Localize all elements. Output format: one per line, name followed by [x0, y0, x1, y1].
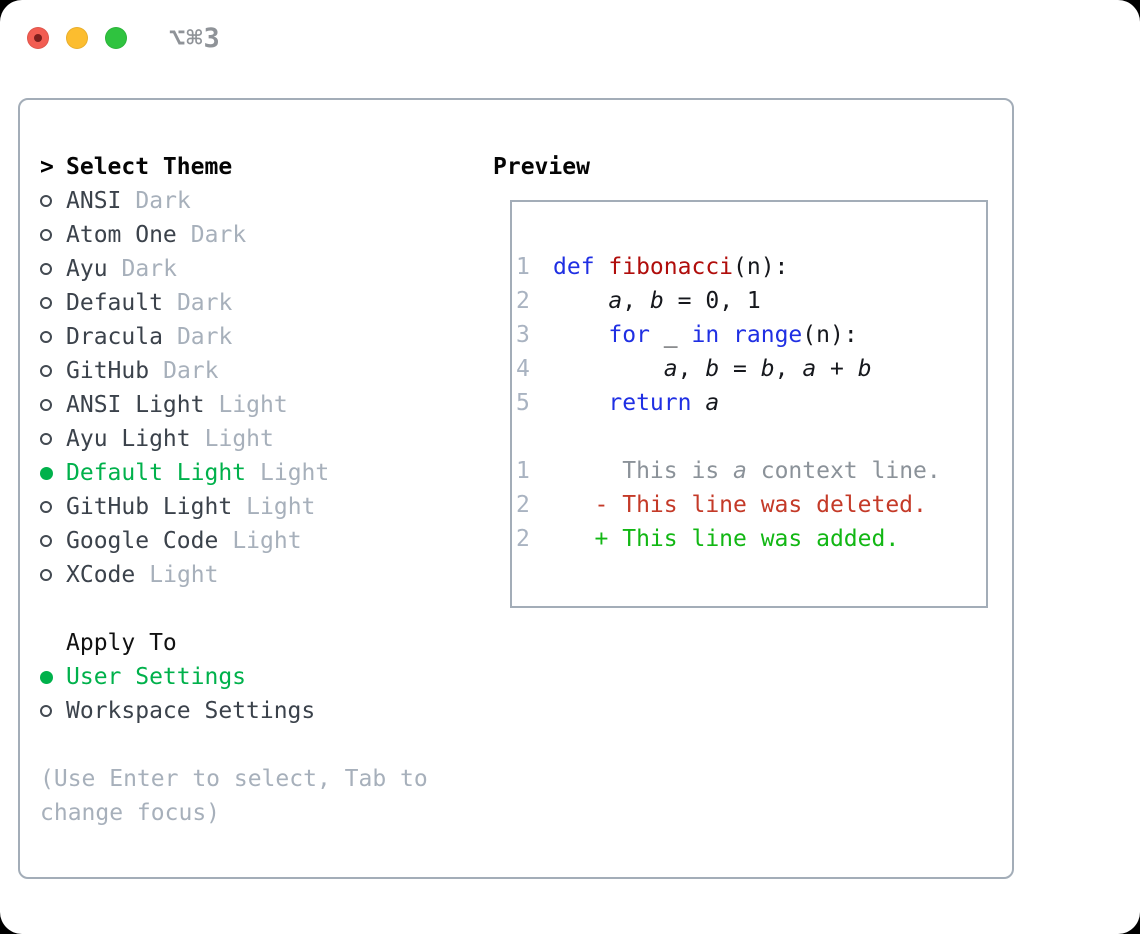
theme-option-ayu-dark[interactable]: Ayu Dark	[40, 252, 490, 286]
line-number: 1	[516, 254, 530, 280]
theme-option-default-dark[interactable]: Default Dark	[40, 286, 490, 320]
line-number: 4	[516, 356, 530, 382]
help-text-line1: (Use Enter to select, Tab to	[40, 766, 428, 792]
theme-option-ansi-light[interactable]: ANSI Light Light	[40, 388, 490, 422]
code-segment-plain: ,	[677, 356, 706, 382]
code-segment-variable: b	[760, 356, 775, 382]
diff-deleted-line: 2 - This line was deleted.	[516, 488, 986, 522]
code-line-3: 3 for _ in range(n):	[516, 318, 986, 352]
code-segment-context_var: a	[733, 458, 747, 484]
line-number: 2	[516, 526, 530, 552]
theme-option-xcode-light[interactable]: XCode Light	[40, 558, 490, 592]
line-number: 2	[516, 288, 530, 314]
code-segment-plain	[553, 288, 608, 314]
radio-unselected-icon	[40, 535, 52, 547]
radio-unselected-icon	[40, 331, 52, 343]
radio-unselected-icon	[40, 433, 52, 445]
code-segment-function: fibonacci	[608, 254, 734, 280]
code-segment-variable: b	[857, 356, 872, 382]
radio-unselected-icon	[40, 399, 52, 411]
cursor-icon: >	[40, 154, 54, 180]
theme-option-atom-one-dark[interactable]: Atom One Dark	[40, 218, 490, 252]
theme-option-dracula-dark[interactable]: Dracula Dark	[40, 320, 490, 354]
code-segment-plain: (n):	[733, 254, 789, 280]
code-segment-plain	[553, 322, 608, 348]
code-segment-plain	[553, 390, 608, 416]
radio-unselected-icon	[40, 195, 52, 207]
code-segment-keyword: for	[608, 322, 650, 348]
code-segment-keyword: range	[733, 322, 803, 348]
radio-unselected-icon	[40, 263, 52, 275]
help-text-line2: change focus)	[40, 800, 221, 826]
code-line-2: 2 a, b = 0, 1	[516, 284, 986, 318]
apply-to-header: Apply To	[40, 626, 490, 660]
code-segment-plain	[719, 322, 733, 348]
radio-unselected-icon	[40, 297, 52, 309]
code-segment-plain	[553, 356, 664, 382]
code-segment-variable: a	[663, 356, 678, 382]
apply-to-title: Apply To	[66, 630, 177, 656]
theme-option-google-code-light[interactable]: Google Code Light	[40, 524, 490, 558]
code-segment-deleted: - This line was deleted.	[553, 492, 927, 518]
theme-option-ansi-dark[interactable]: ANSI Dark	[40, 184, 490, 218]
code-segment-variable: a	[608, 288, 623, 314]
code-segment-variable: b	[705, 356, 720, 382]
code-line-5: 5 return a	[516, 386, 986, 420]
code-segment-plain: _	[649, 322, 692, 348]
code-segment-variable: b	[649, 288, 664, 314]
code-segment-plain: ,	[774, 356, 803, 382]
code-segment-plain: (n):	[802, 322, 858, 348]
apply-option-user-settings[interactable]: User Settings	[40, 660, 490, 694]
window-title: ⌥⌘3	[169, 22, 221, 54]
code-segment-context: This is	[553, 458, 734, 484]
radio-selected-icon	[40, 670, 53, 684]
code-segment-plain: ,	[622, 288, 650, 314]
theme-option-github-light[interactable]: GitHub Light Light	[40, 490, 490, 524]
radio-unselected-icon	[40, 501, 52, 513]
radio-unselected-icon	[40, 229, 52, 241]
theme-option-ayu-light[interactable]: Ayu Light Light	[40, 422, 490, 456]
apply-option-workspace-settings[interactable]: Workspace Settings	[40, 694, 490, 728]
code-segment-plain: = 0, 1	[663, 288, 761, 314]
minimize-button-icon[interactable]	[66, 27, 88, 49]
theme-picker-column: > Select Theme ANSI Dark Atom One Dark A…	[40, 150, 490, 830]
code-segment-plain: =	[719, 356, 761, 382]
line-number: 1	[516, 458, 530, 484]
diff-added-line: 2 + This line was added.	[516, 522, 986, 556]
code-segment-keyword: def	[553, 254, 609, 280]
code-line-1: 1 def fibonacci(n):	[516, 250, 986, 284]
code-segment-keyword: return	[608, 390, 692, 416]
code-segment-keyword: in	[691, 322, 720, 348]
theme-picker-title: Select Theme	[66, 154, 233, 180]
radio-unselected-icon	[40, 569, 52, 581]
preview-title: Preview	[493, 154, 590, 180]
code-segment-context: context line.	[746, 458, 941, 484]
radio-unselected-icon	[40, 365, 52, 377]
code-line-4: 4 a, b = b, a + b	[516, 352, 986, 386]
radio-unselected-icon	[40, 705, 52, 717]
code-segment-added: + This line was added.	[553, 526, 900, 552]
diff-context-line: 1 This is a context line.	[516, 454, 986, 488]
code-segment-variable: a	[705, 390, 720, 416]
line-number: 3	[516, 322, 530, 348]
code-segment-plain	[691, 390, 705, 416]
zoom-button-icon[interactable]	[105, 27, 127, 49]
radio-selected-icon	[40, 466, 53, 480]
close-button-icon[interactable]	[27, 27, 49, 49]
titlebar: ⌥⌘3	[27, 23, 221, 54]
theme-picker-panel: > Select Theme ANSI Dark Atom One Dark A…	[18, 98, 1014, 879]
theme-picker-header: > Select Theme	[40, 150, 490, 184]
code-segment-variable: a	[802, 356, 817, 382]
code-segment-plain: +	[816, 356, 858, 382]
line-number: 5	[516, 390, 530, 416]
line-number: 2	[516, 492, 530, 518]
theme-option-default-light[interactable]: Default Light Light	[40, 456, 490, 490]
theme-option-github-dark[interactable]: GitHub Dark	[40, 354, 490, 388]
